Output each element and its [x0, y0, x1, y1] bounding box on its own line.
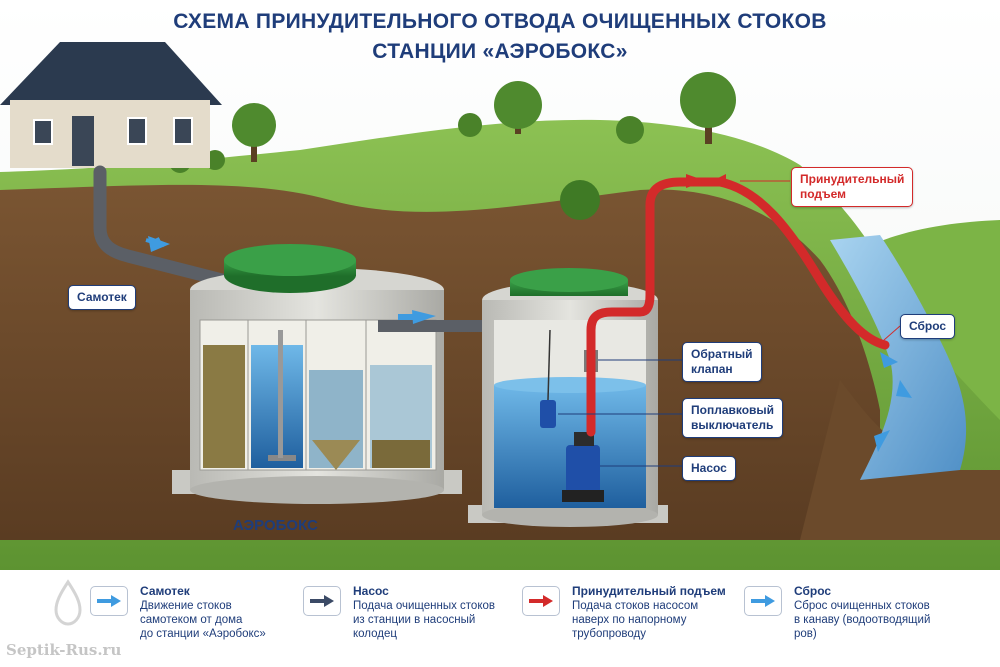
- legend-arrow-icon-gravity: [90, 586, 128, 616]
- legend-text-discharge: Сброс очищенных стоков в канаву (водоотв…: [794, 599, 974, 641]
- pump-body: [566, 445, 600, 495]
- legend-text-pump: Подача очищенных стоков из станции в нас…: [353, 599, 533, 641]
- stream: [830, 235, 967, 480]
- house: [0, 42, 222, 168]
- callout-forced-lift: Принудительный подъем: [791, 167, 914, 207]
- pressure-pipe: [586, 177, 890, 437]
- callout-float-line2: выключатель: [691, 418, 774, 432]
- callout-forced-line1: Принудительный: [800, 172, 905, 186]
- legend-line: Сброс очищенных стоков: [794, 600, 930, 612]
- station-label: АЭРОБОКС: [233, 517, 318, 534]
- legend: Самотек Движение стоков самотеком от дом…: [0, 570, 1000, 667]
- gravity-pipe: [93, 165, 237, 289]
- legend-arrow-icon-pump: [303, 586, 341, 616]
- flow-arrow-gravity-head: [148, 236, 170, 252]
- flow-arrow-forced-1: [686, 174, 706, 188]
- legend-line: колодец: [353, 628, 397, 640]
- callout-check-valve-line2: клапан: [691, 362, 733, 376]
- legend-line: до станции «Аэробокс»: [140, 628, 266, 640]
- callout-check-valve-line1: Обратный: [691, 347, 753, 361]
- watermark-logo-icon: [54, 579, 82, 626]
- callout-check-valve: Обратный клапан: [682, 342, 762, 382]
- callout-float-line1: Поплавковый: [691, 403, 775, 417]
- diagram-title-line2: СТАНЦИИ «АЭРОБОКС»: [372, 40, 628, 63]
- legend-text-gravity: Движение стоков самотеком от дома до ста…: [140, 599, 320, 641]
- float-switch: [540, 400, 556, 428]
- callout-lines: [558, 180, 901, 467]
- callout-forced-line2: подъем: [800, 187, 847, 201]
- legend-title-discharge: Сброс: [794, 584, 832, 598]
- discharge-arrows: [874, 352, 912, 452]
- legend-line: в канаву (водоотводящий: [794, 614, 931, 626]
- legend-line: самотеком от дома: [140, 614, 243, 626]
- legend-title-forced: Принудительный подъем: [572, 584, 726, 598]
- legend-line: из станции в насосный: [353, 614, 476, 626]
- legend-line: Подача стоков насосом: [572, 600, 699, 612]
- callout-discharge: Сброс: [900, 314, 956, 339]
- callout-pump: Насос: [682, 456, 736, 481]
- legend-line: трубопроводу: [572, 628, 646, 640]
- callout-gravity-flow: Самотек: [68, 285, 136, 310]
- legend-title-gravity: Самотек: [140, 584, 190, 598]
- callout-float-switch: Поплавковый выключатель: [682, 398, 784, 438]
- legend-line: ров): [794, 628, 817, 640]
- legend-title-pump: Насос: [353, 584, 389, 598]
- legend-line: Движение стоков: [140, 600, 232, 612]
- flow-arrow-forced-2: [712, 174, 726, 188]
- pump-well: [468, 268, 668, 527]
- watermark-text: Septik-Rus.ru: [6, 641, 122, 659]
- diagram-title-line1: СХЕМА ПРИНУДИТЕЛЬНОГО ОТВОДА ОЧИЩЕННЫХ С…: [173, 10, 827, 33]
- aerobox-station: [172, 244, 462, 504]
- transfer-pipe: [378, 320, 488, 332]
- legend-text-forced: Подача стоков насосом наверх по напорном…: [572, 599, 752, 641]
- legend-line: Подача очищенных стоков: [353, 600, 495, 612]
- legend-line: наверх по напорному: [572, 614, 687, 626]
- legend-arrow-icon-discharge: [744, 586, 782, 616]
- legend-arrow-icon-forced: [522, 586, 560, 616]
- trees: [169, 72, 736, 220]
- flow-arrow-transfer: [412, 310, 436, 324]
- scene-illustration: [0, 0, 1000, 570]
